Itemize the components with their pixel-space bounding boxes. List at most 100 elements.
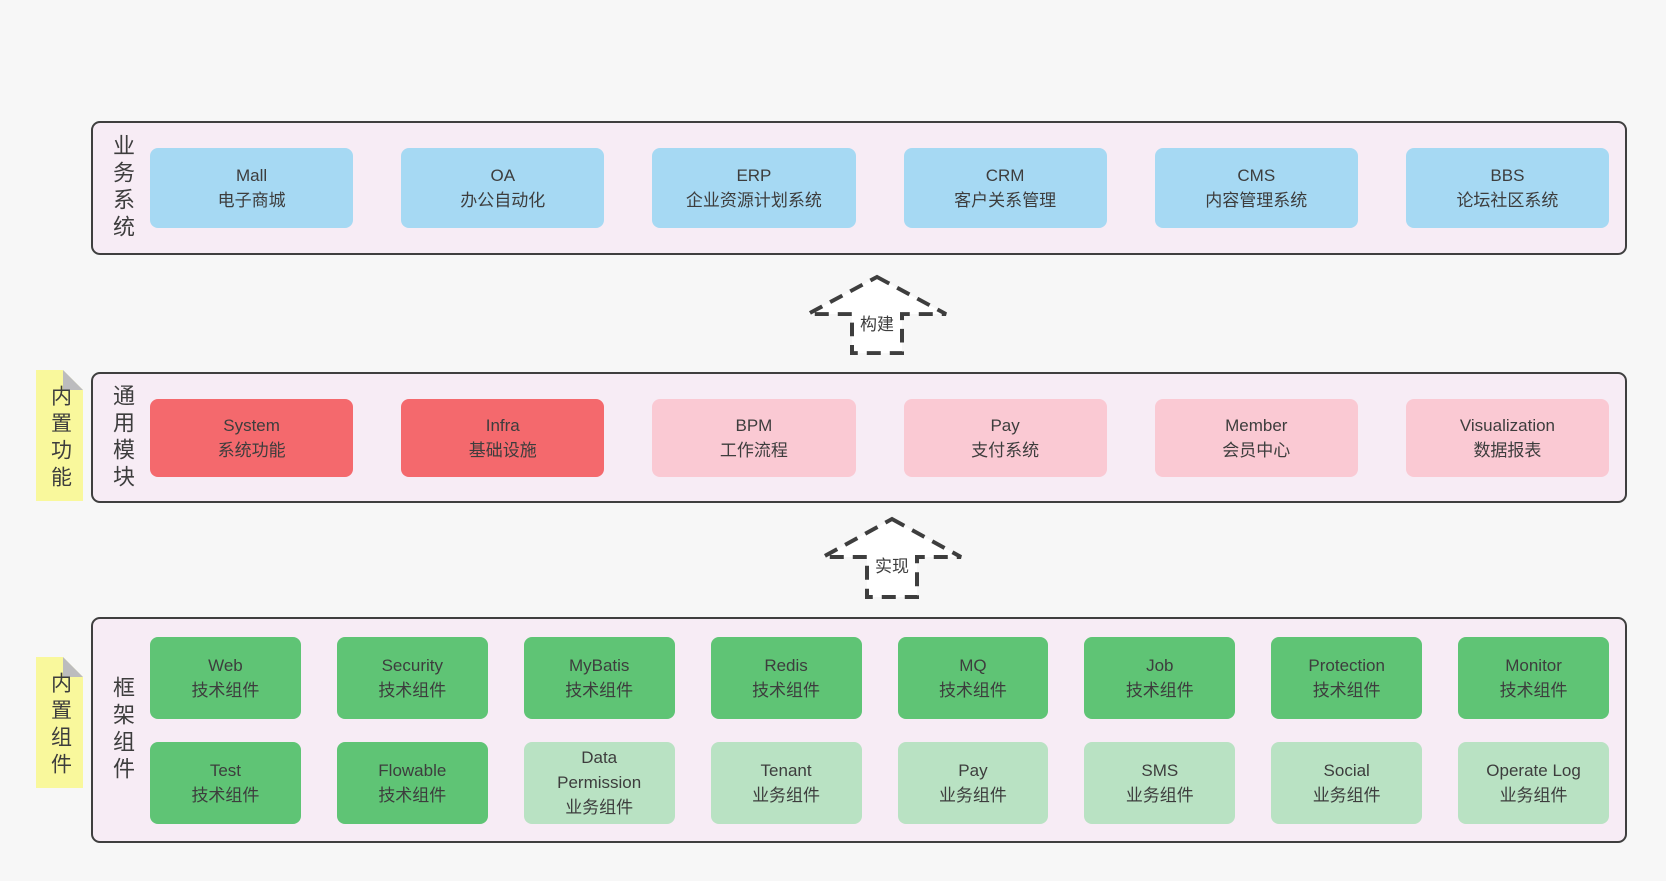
box-name: CMS (1237, 166, 1276, 185)
box-name: Web (208, 655, 243, 675)
box-desc: 技术组件 (938, 680, 1007, 700)
box-desc: 办公自动化 (460, 191, 546, 210)
box-data-permission: Data Permission 业务组件 (523, 741, 675, 824)
box-desc: 技术组件 (752, 680, 821, 700)
box-name: BPM (735, 415, 773, 435)
box-name: SMS (1141, 760, 1179, 780)
box-desc: 数据报表 (1473, 440, 1542, 460)
box-desc: 业务组件 (938, 785, 1007, 805)
module-row: Mall 电子商城 OA 办公自动化 ERP 企业资源计划系统 CRM 客户关系管理 CMS 内容… (150, 148, 1610, 228)
box-name: OA (490, 166, 516, 185)
box-name: Member (1225, 415, 1288, 435)
box-protection: Protection 技术组件 (1271, 636, 1423, 719)
layer-label-framework-components: 框架组件 (110, 676, 135, 784)
box-name: System (223, 415, 280, 435)
arrow-implement-label: 实现 (873, 557, 911, 577)
box-job: Job 技术组件 (1084, 636, 1236, 719)
sticky-note-builtin-components-label: 内置组件 (48, 672, 72, 780)
box-desc: 技术组件 (565, 680, 634, 700)
box-name: Monitor (1505, 655, 1562, 675)
box-mall: Mall 电子商城 (150, 148, 354, 228)
layer-common-modules: 通用模块 System 系统功能 Infra 基础设施 BPM 工作流程 Pay 支付系统 Me… (91, 372, 1627, 503)
box-infra: Infra 基础设施 (401, 398, 605, 477)
box-desc: 支付系统 (971, 440, 1040, 460)
box-name: Visualization (1459, 415, 1556, 435)
box-desc: 会员中心 (1222, 440, 1291, 460)
box-desc: 企业资源计划系统 (685, 191, 822, 210)
arrow-build-label: 构建 (858, 315, 896, 335)
box-name: Operate Log (1486, 760, 1581, 780)
folded-corner-icon (63, 370, 83, 390)
box-name: Mall (236, 166, 268, 185)
box-desc: 业务组件 (752, 785, 821, 805)
box-desc: 技术组件 (191, 680, 260, 700)
box-desc: 论坛社区系统 (1456, 191, 1559, 210)
box-system: System 系统功能 (150, 398, 354, 477)
box-desc: 业务组件 (1125, 785, 1194, 805)
box-redis: Redis 技术组件 (710, 636, 862, 719)
box-desc: 业务组件 (565, 798, 634, 817)
box-desc: 业务组件 (1499, 785, 1568, 805)
box-pay: Pay 支付系统 (903, 398, 1107, 477)
arrow-implement: 实现 (820, 516, 964, 600)
box-mybatis: MyBatis 技术组件 (523, 636, 675, 719)
box-desc: 技术组件 (378, 680, 447, 700)
box-name: Protection (1308, 655, 1385, 675)
box-name: BBS (1490, 166, 1525, 185)
box-erp: ERP 企业资源计划系统 (652, 148, 856, 228)
box-oa: OA 办公自动化 (401, 148, 605, 228)
box-desc: 内容管理系统 (1205, 191, 1308, 210)
box-desc: 技术组件 (1125, 680, 1194, 700)
box-pay: Pay 业务组件 (897, 741, 1049, 824)
box-name: Flowable (378, 760, 447, 780)
box-member: Member 会员中心 (1154, 398, 1358, 477)
business-systems-rows: Mall 电子商城 OA 办公自动化 ERP 企业资源计划系统 CRM 客户关系管理 CMS 内容… (138, 123, 1625, 253)
box-name: Infra (485, 415, 520, 435)
box-bpm: BPM 工作流程 (652, 398, 856, 477)
box-flowable: Flowable 技术组件 (336, 741, 488, 824)
box-desc: 系统功能 (217, 440, 286, 460)
box-visualization: Visualization 数据报表 (1405, 398, 1610, 477)
box-name: Tenant (760, 760, 812, 780)
box-social: Social 业务组件 (1271, 741, 1423, 824)
box-desc: 技术组件 (1312, 680, 1381, 700)
box-name: Security (381, 655, 444, 675)
box-desc: 业务组件 (1312, 785, 1381, 805)
box-name: MyBatis (568, 655, 630, 675)
box-name: Data Permission (557, 748, 642, 792)
common-modules-rows: System 系统功能 Infra 基础设施 BPM 工作流程 Pay 支付系统 Member 会… (138, 374, 1625, 501)
box-crm: CRM 客户关系管理 (903, 148, 1107, 228)
folded-corner-icon (63, 657, 83, 677)
box-name: Pay (958, 760, 988, 780)
box-tenant: Tenant 业务组件 (710, 741, 862, 824)
box-name: Pay (990, 415, 1020, 435)
box-cms: CMS 内容管理系统 (1154, 148, 1358, 228)
box-desc: 电子商城 (217, 191, 286, 210)
box-sms: SMS 业务组件 (1084, 741, 1236, 824)
box-name: Test (209, 760, 242, 780)
box-web: Web 技术组件 (150, 636, 301, 719)
box-bbs: BBS 论坛社区系统 (1405, 148, 1610, 228)
box-security: Security 技术组件 (336, 636, 488, 719)
box-name: Job (1146, 655, 1174, 675)
box-desc: 基础设施 (468, 440, 537, 460)
box-desc: 工作流程 (719, 440, 788, 460)
box-desc: 技术组件 (191, 785, 260, 805)
box-name: ERP (736, 166, 772, 185)
box-desc: 客户关系管理 (954, 191, 1057, 210)
box-test: Test 技术组件 (150, 741, 301, 824)
sticky-note-builtin-features-label: 内置功能 (48, 385, 72, 493)
box-name: Redis (764, 655, 808, 675)
sticky-note-builtin-components: 内置组件 (36, 657, 83, 788)
layer-label-common-modules: 通用模块 (110, 383, 135, 492)
box-desc: 技术组件 (378, 785, 447, 805)
box-name: CRM (985, 166, 1025, 185)
box-name: Social (1323, 760, 1370, 780)
